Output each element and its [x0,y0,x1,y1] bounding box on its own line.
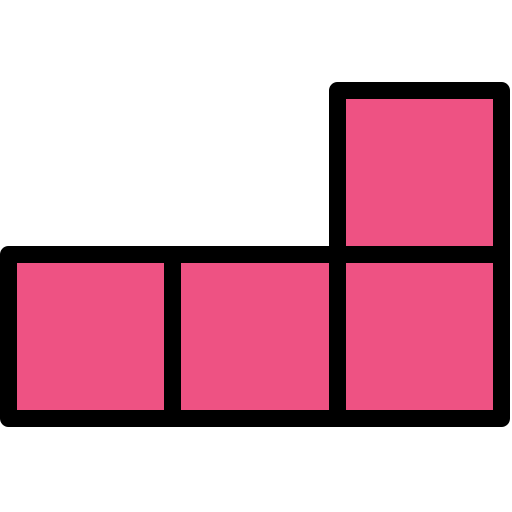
block-bottom-middle [164,246,346,427]
block-top-right [329,82,510,263]
block-bottom-left [0,246,181,427]
block-bottom-right [329,246,510,427]
